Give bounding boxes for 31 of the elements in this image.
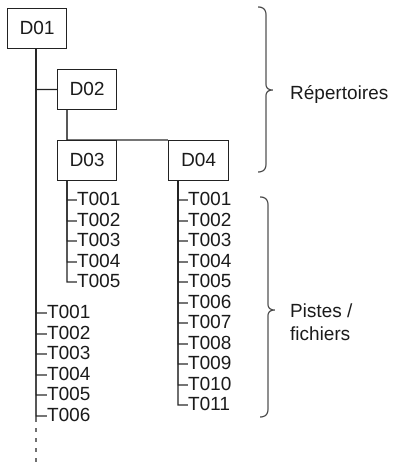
tree-line [66,110,168,141]
track-label: T010 [188,374,232,394]
directory-box: D01 [7,8,67,49]
track-label: T002 [77,210,120,230]
track-label: T005 [77,272,120,292]
track-label: T003 [77,231,120,251]
track-label: T003 [47,344,90,364]
track-label: T008 [188,334,232,354]
track-label: T004 [77,252,120,272]
tree-line [66,181,77,283]
track-label: T006 [188,292,232,312]
track-label: T004 [188,252,232,272]
track-label: T004 [47,364,90,384]
track-label: T002 [188,210,232,230]
track-label: T001 [188,190,232,210]
directory-box: D04 [168,140,229,181]
track-label: T006 [47,406,90,426]
bracket-label: Répertoires [290,82,388,105]
track-label: T001 [77,190,120,210]
track-label: T011 [188,395,230,415]
track-label: T007 [188,313,232,333]
track-label: T005 [188,272,232,292]
dotted-line [35,49,37,463]
directory-box: D02 [57,69,117,110]
track-label: T001 [47,303,90,323]
track-label: T009 [188,354,232,374]
track-label: T002 [47,324,90,344]
track-label: T005 [47,385,90,405]
bracket-label: Pistes / fichiers [290,300,354,346]
directory-box: D03 [57,140,117,181]
track-label: T003 [188,231,232,251]
